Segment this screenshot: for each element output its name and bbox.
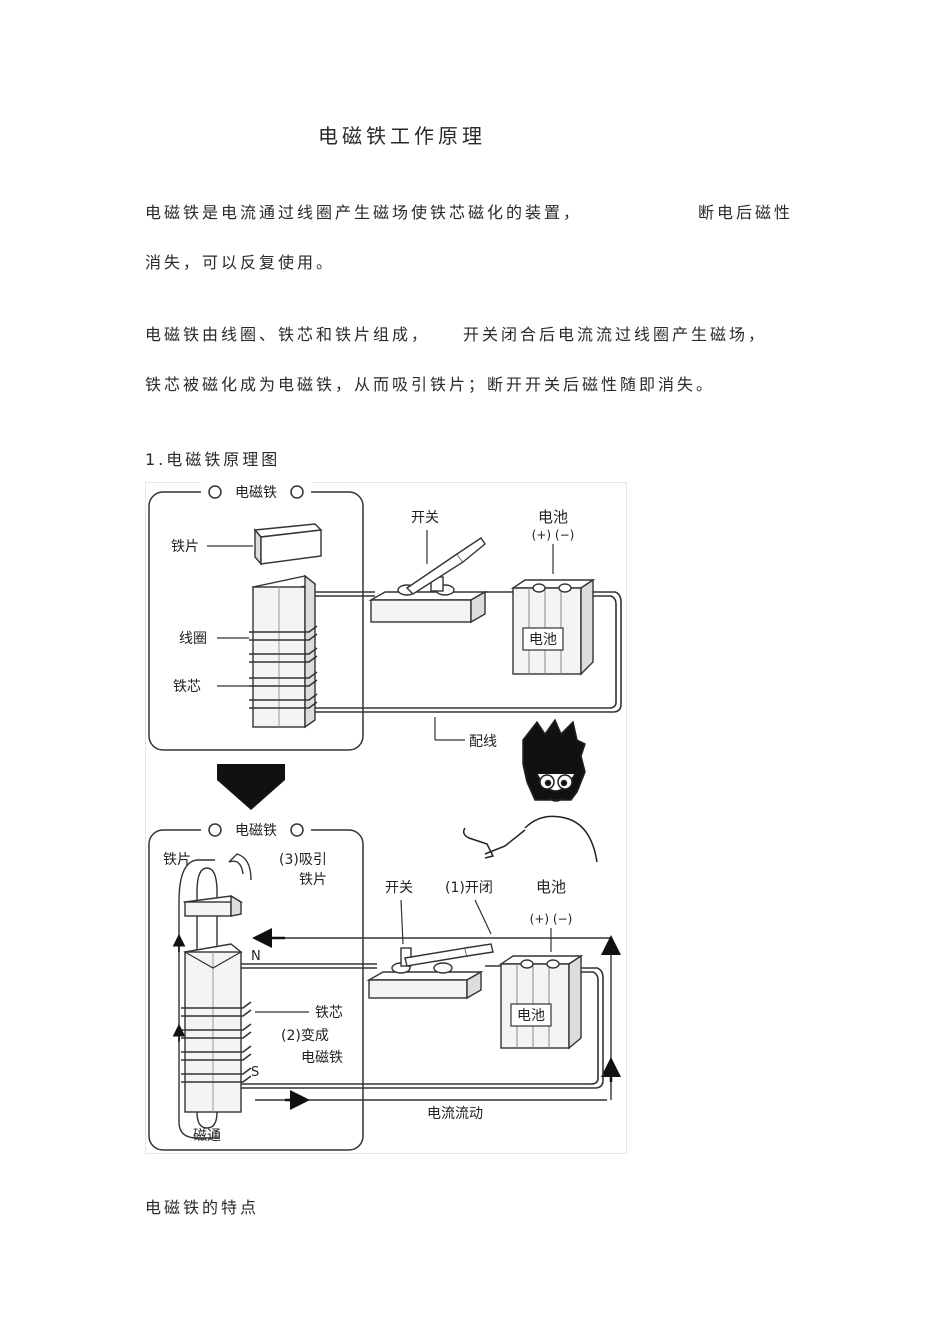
top-battery-icon	[510, 578, 596, 676]
bottom-battery-polarity: (+) (−)	[530, 912, 573, 926]
bottom-wire-icon	[241, 963, 604, 1089]
paragraph-2-line-1a: 电磁铁由线圈、铁芯和铁片组成，	[145, 325, 431, 344]
pole-s-label: S	[251, 1065, 259, 1080]
bottom-label-switch: 开关	[385, 880, 413, 896]
paragraph-2-line-2: 铁芯被磁化成为电磁铁，从而吸引铁片；断开开关后磁性随即消失。	[145, 375, 716, 394]
pole-n-label: N	[251, 949, 261, 964]
paragraph-1-line-2: 消失，可以反复使用。	[145, 253, 336, 272]
top-frame-title: 电磁铁	[235, 485, 277, 501]
page-title: 电磁铁工作原理	[318, 124, 486, 148]
bottom-label-attract-2: 铁片	[299, 872, 327, 888]
top-coil-icon	[249, 625, 318, 709]
bottom-battery-body-label: 电池	[517, 1008, 545, 1024]
bottom-frame-title: 电磁铁	[235, 823, 277, 839]
top-iron-core-icon	[251, 574, 317, 729]
bottom-label-become-1: (2)变成	[281, 1028, 329, 1044]
paragraph-1-line-1a: 电磁铁是电流通过线圈产生磁场使铁芯磁化的装置，	[145, 203, 583, 222]
bottom-label-core: 铁芯	[315, 1005, 343, 1021]
top-battery-polarity: (+) (−)	[532, 528, 575, 542]
electromagnet-diagram: 电磁铁 铁片 线圈 铁芯	[144, 481, 628, 1155]
bottom-panel: 电磁铁 铁片 (3)吸引 铁片	[148, 820, 621, 1151]
bottom-label-battery: 电池	[536, 878, 566, 896]
top-label-coil: 线圈	[179, 631, 207, 647]
bottom-coil-icon	[181, 1001, 252, 1083]
bottom-label-close: (1)开闭	[445, 880, 493, 896]
top-battery-body-label: 电池	[529, 632, 557, 648]
electromagnet-diagram-svg: 电磁铁 铁片 线圈 铁芯	[144, 481, 628, 1155]
section-heading-2: 电磁铁的特点	[145, 1198, 260, 1217]
paragraph-2-line-1b: 开关闭合后电流流过线圈产生磁场，	[463, 325, 768, 344]
frame-dot-icon	[290, 485, 304, 499]
bottom-battery-icon	[498, 954, 584, 1050]
paragraph-1-line-1b: 断电后磁性	[698, 203, 794, 222]
top-label-battery: 电池	[538, 508, 568, 526]
bottom-iron-core-icon	[183, 943, 243, 1113]
top-label-switch: 开关	[411, 510, 439, 526]
section-heading-1: 1.电磁铁原理图	[145, 450, 281, 469]
top-wire-icon	[315, 591, 622, 713]
flux-label: 磁通	[193, 1128, 221, 1144]
top-label-core: 铁芯	[173, 679, 201, 695]
frame-dot-icon	[208, 485, 222, 499]
bottom-label-become-2: 电磁铁	[301, 1050, 343, 1066]
bottom-iron-plate-icon	[182, 894, 244, 917]
frame-dot-icon	[290, 823, 304, 837]
bottom-label-attract-1: (3)吸引	[279, 852, 327, 868]
top-panel: 电磁铁 铁片 线圈 铁芯	[148, 482, 622, 751]
top-label-iron-plate: 铁片	[171, 539, 199, 555]
person-icon	[462, 718, 598, 863]
bottom-switch-icon	[366, 943, 494, 1000]
top-switch-icon	[368, 537, 488, 624]
frame-dot-icon	[208, 823, 222, 837]
top-label-wire: 配线	[469, 734, 497, 750]
down-arrow-icon	[217, 764, 285, 810]
bottom-label-iron-plate: 铁片	[163, 852, 191, 868]
top-iron-plate-icon	[253, 523, 323, 566]
current-flow-label: 电流流动	[427, 1106, 483, 1122]
